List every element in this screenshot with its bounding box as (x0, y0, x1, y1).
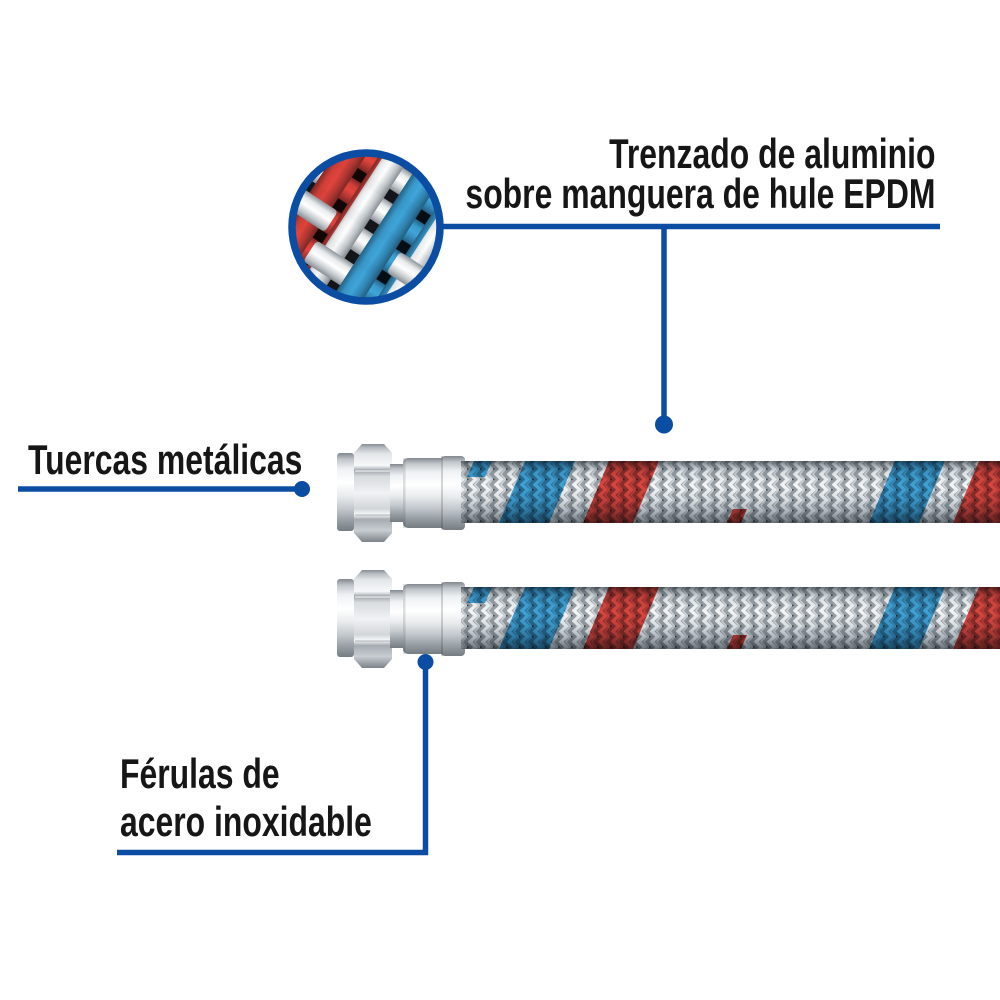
nuts-callout-label: Tuercas metálicas (28, 436, 303, 483)
ferrules-callout-line1: Férulas de (120, 750, 280, 797)
flexible-connector-top (337, 444, 1000, 542)
braid-callout-line2: sobre manguera de hule EPDM (464, 170, 935, 217)
braid-callout-line1: Trenzado de aluminio (608, 130, 935, 177)
ferrules-callout-line2: acero inoxidable (120, 798, 372, 845)
ferrules-callout-line (117, 654, 434, 856)
ferrules-callout-label: Férulas de acero inoxidable (120, 750, 372, 846)
flexible-connector-bottom (337, 570, 1000, 668)
braid-callout-label: Trenzado de aluminio sobre manguera de h… (464, 130, 935, 217)
detail-circle-ring (288, 149, 444, 305)
braid-detail-circle (288, 149, 444, 305)
hoses (337, 440, 1000, 672)
braid-callout-line (438, 223, 940, 434)
nuts-callout-line (18, 481, 310, 497)
